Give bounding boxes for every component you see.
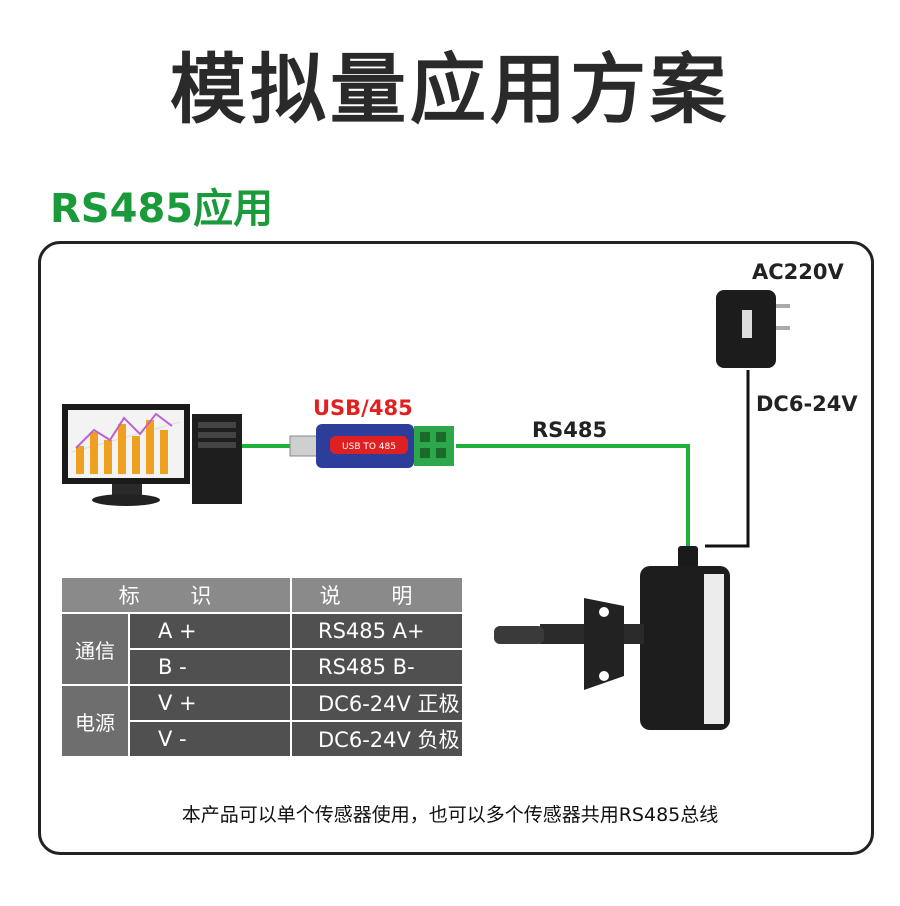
ac-voltage-label: AC220V — [752, 260, 844, 284]
group-power: 电源 — [60, 684, 130, 758]
svg-text:USB TO 485: USB TO 485 — [342, 442, 396, 452]
table-row: V - DC6-24V 负极 — [61, 720, 464, 758]
page-title: 模拟量应用方案 — [170, 45, 730, 134]
pin-desc: DC6-24V 负极 — [290, 720, 464, 758]
computer-icon — [62, 404, 242, 506]
pin-id: B - — [128, 648, 292, 686]
rs485-bus-wire — [456, 444, 690, 548]
diagram-frame — [38, 241, 874, 855]
pin-id: V - — [128, 720, 292, 758]
pin-id: A + — [128, 612, 292, 650]
table-header-desc: 说 明 — [290, 576, 464, 614]
rs485-label: RS485 — [532, 418, 608, 442]
pin-definition-table: 标 识 说 明 通信 A + RS485 A+ B - RS485 B- 电源 … — [60, 576, 464, 758]
group-comm: 通信 — [60, 612, 130, 686]
pin-desc: RS485 B- — [290, 648, 464, 686]
section-subtitle: RS485应用 — [50, 186, 274, 232]
pin-desc: DC6-24V 正极 — [290, 684, 464, 722]
usage-note: 本产品可以单个传感器使用，也可以多个传感器共用RS485总线 — [181, 804, 719, 826]
power-adapter-icon — [716, 290, 790, 368]
sensor-icon — [494, 546, 730, 730]
power-wire — [705, 370, 750, 548]
table-row: B - RS485 B- — [61, 648, 464, 686]
table-header-id: 标 识 — [60, 576, 292, 614]
pin-desc: RS485 A+ — [290, 612, 464, 650]
usb485-label: USB/485 — [313, 396, 413, 420]
usb-485-converter-icon: USB TO 485 — [289, 424, 454, 468]
dc-voltage-label: DC6-24V — [756, 392, 858, 416]
table-row: 通信 A + RS485 A+ — [60, 612, 464, 686]
pin-id: V + — [128, 684, 292, 722]
table-row: 电源 V + DC6-24V 正极 — [60, 684, 464, 758]
